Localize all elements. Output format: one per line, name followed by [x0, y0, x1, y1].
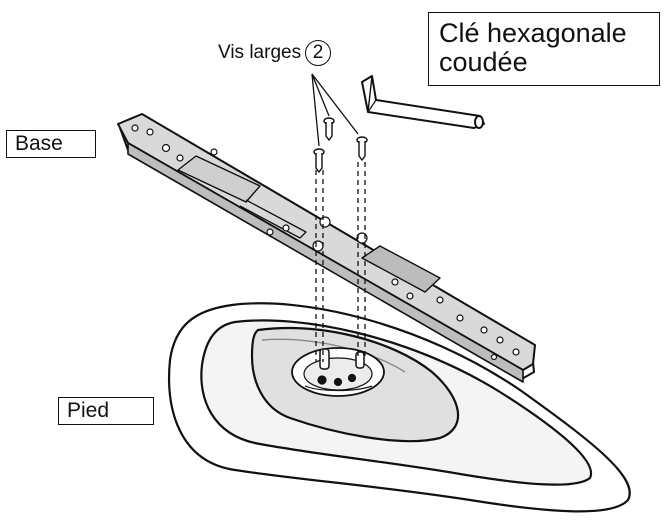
- base-front-face: [127, 142, 524, 383]
- foot-pin-right: [355, 351, 365, 369]
- hex-key-label: Clé hexagonale coudée: [428, 12, 660, 86]
- screws-label-text: Vis larges: [218, 42, 302, 63]
- screw-label-leaders: [311, 73, 359, 147]
- foot-label: Pied: [58, 397, 154, 425]
- screws: [313, 117, 368, 174]
- screw-guide-lines: [315, 162, 366, 362]
- hex-key-label-line2: coudée: [439, 47, 528, 77]
- base-recess-right: [361, 245, 441, 293]
- screw-icon: [356, 136, 368, 162]
- base-label: Base: [6, 130, 96, 158]
- screw-icon: [313, 148, 325, 174]
- screw-icon: [323, 117, 335, 142]
- screws-label: Vis larges 2: [218, 40, 332, 66]
- hex-key-illustration: [361, 75, 485, 129]
- base-recess-left: [177, 155, 261, 203]
- base-holes: [131, 124, 520, 361]
- hex-key-label-line1: Clé hexagonale: [439, 18, 627, 48]
- foot-illustration: [168, 302, 631, 513]
- base-illustration: [117, 113, 536, 383]
- screws-count-badge: 2: [305, 40, 332, 66]
- foot-pin-left: [319, 348, 330, 370]
